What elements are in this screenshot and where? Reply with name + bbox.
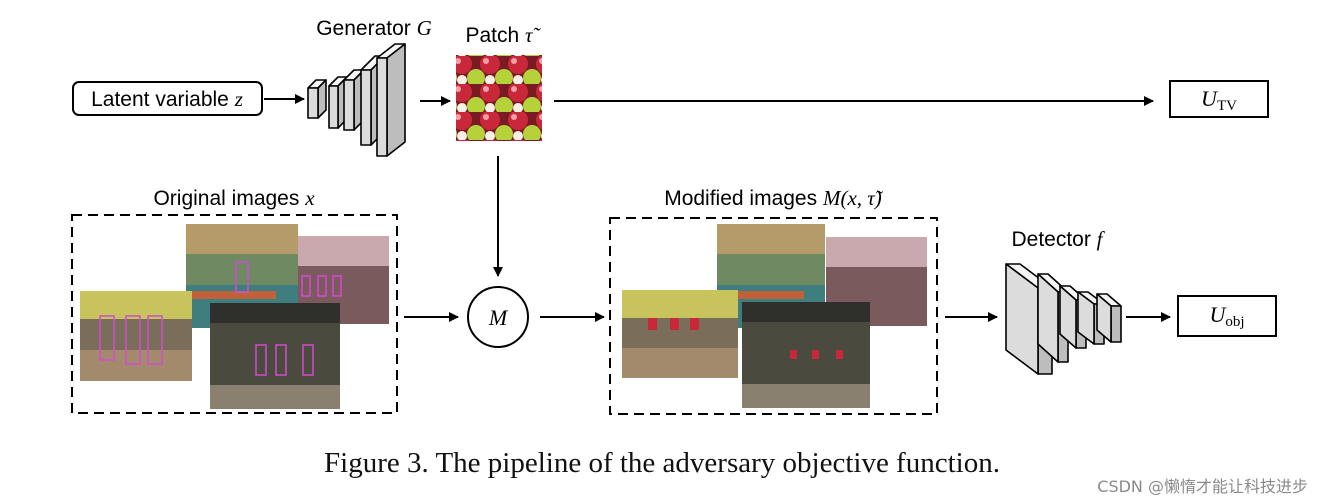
pipeline-diagram: Latent variable z Generator G Patch τ̃ U [71, 16, 1277, 415]
latent-variable-node: Latent variable z [72, 81, 263, 116]
watermark: CSDN @懒惰才能让科技进步 [1097, 477, 1308, 496]
svg-text:Latent variable z: Latent variable z [91, 87, 243, 111]
uobj-main: U [1209, 302, 1227, 327]
original-images-label: Original images x [153, 186, 315, 210]
generator-network-icon [307, 43, 406, 157]
original-images-frame [71, 214, 398, 414]
utv-node: UTV [1169, 80, 1269, 118]
patch-label: Patch τ̃ [465, 23, 541, 47]
latent-var: z [234, 87, 243, 111]
m-operator-node: M [467, 286, 529, 348]
generator-label: Generator G [316, 16, 432, 40]
uobj-sub: obj [1225, 314, 1244, 330]
utv-sub: TV [1217, 98, 1237, 114]
svg-text:UTV: UTV [1201, 86, 1237, 114]
svg-text:Uobj: Uobj [1209, 302, 1244, 330]
adversarial-patch-image [456, 55, 542, 141]
detector-network-icon [1005, 263, 1122, 375]
uobj-node: Uobj [1177, 295, 1277, 337]
modified-images-label: Modified images M(x, τ̃) [664, 186, 884, 210]
detector-label: Detector f [1011, 227, 1105, 251]
utv-main: U [1201, 86, 1219, 111]
latent-label: Latent variable [91, 88, 235, 111]
original-photo-collage [80, 224, 389, 409]
figure-caption: Figure 3. The pipeline of the adversary … [324, 447, 1000, 479]
m-node-label: M [488, 305, 509, 330]
modified-photo-collage [622, 224, 927, 408]
modified-images-frame [609, 217, 938, 415]
